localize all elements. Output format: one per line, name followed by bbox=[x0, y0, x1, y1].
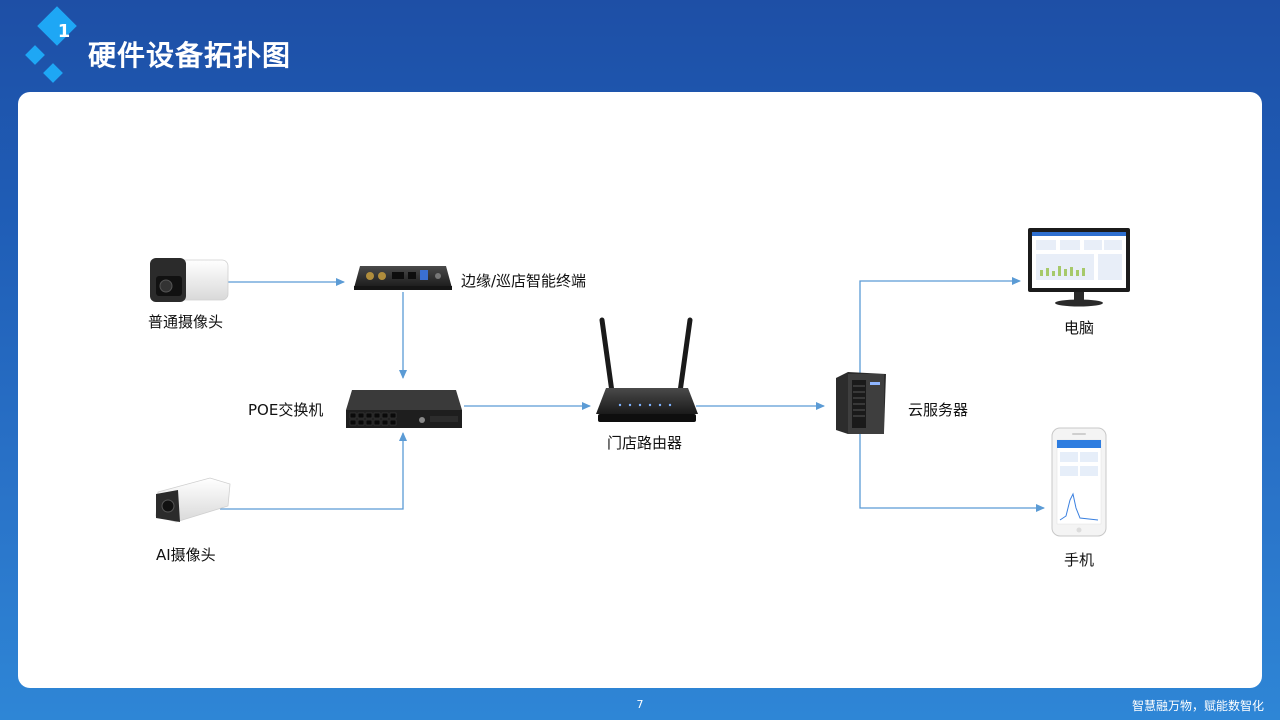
link-aicamera-switch bbox=[220, 432, 407, 510]
header-badge: 1 bbox=[24, 6, 94, 86]
page-number: 7 bbox=[636, 698, 644, 711]
computer-device bbox=[1028, 228, 1130, 307]
phone-device bbox=[1051, 427, 1107, 537]
label-edge-terminal: 边缘/巡店智能终端 bbox=[461, 272, 587, 290]
camera-device bbox=[150, 258, 229, 302]
label-camera: 普通摄像头 bbox=[148, 313, 224, 331]
label-ai-camera: AI摄像头 bbox=[156, 546, 216, 564]
label-cloud-server: 云服务器 bbox=[908, 401, 969, 419]
connection-lines bbox=[220, 277, 1045, 512]
router-device bbox=[596, 317, 698, 422]
label-computer: 电脑 bbox=[1064, 319, 1095, 337]
label-poe-switch: POE交换机 bbox=[248, 401, 324, 419]
section-number: 1 bbox=[57, 21, 71, 42]
label-phone: 手机 bbox=[1064, 551, 1095, 569]
poe-switch-device bbox=[346, 390, 462, 428]
server-device bbox=[836, 372, 886, 434]
edge-terminal-device bbox=[354, 266, 452, 290]
link-server-phone bbox=[859, 433, 1045, 512]
diamond-logo-icon bbox=[25, 6, 77, 83]
ai-camera-device bbox=[155, 477, 231, 523]
label-router: 门店路由器 bbox=[607, 434, 683, 452]
link-server-computer bbox=[859, 277, 1021, 375]
page-title: 硬件设备拓扑图 bbox=[88, 39, 292, 72]
footer-slogan: 智慧融万物，赋能数智化 bbox=[1131, 699, 1264, 713]
